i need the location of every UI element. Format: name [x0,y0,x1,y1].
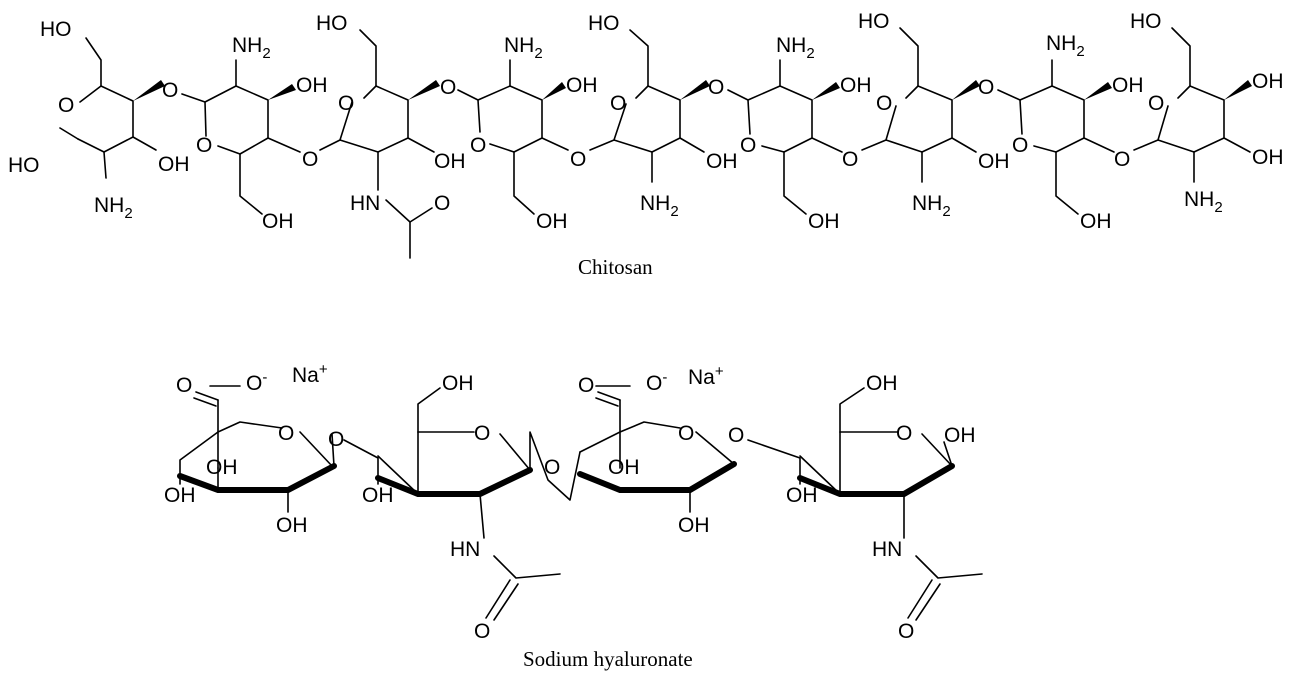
chitosan-r7-oh: OH [978,150,1010,173]
chitosan-r5-ho-top: HO [588,12,620,35]
hyaluronate-u3-oh-bottom: OH [678,514,710,537]
chitosan-r3-hn: HN [350,192,380,215]
hyaluronate-u4-carbonyl-o: O [898,620,914,643]
chitosan-r1-ho-left: HO [8,154,40,177]
chitosan-r3-carbonyl-o: O [434,192,450,215]
hyaluronate-u2-oh-ch2: OH [442,372,474,395]
chitosan-r9-oh-bottom: OH [1252,146,1284,169]
chitosan-structure: HO O HO OH NH2 O NH2 O OH OH O [8,10,1284,279]
chitosan-r1-ring-o: O [58,94,74,117]
chitosan-r6-oh: OH [840,74,872,97]
chitosan-link-o-2: O [302,148,318,171]
chitosan-link-o-6: O [842,148,858,171]
hyaluronate-link-o-2: O [544,456,560,479]
hyaluronate-u4-hn: HN [872,538,902,561]
chitosan-r3-ring-o: O [338,92,354,115]
chitosan-ring-5 [589,29,710,183]
chitosan-r7-ho-top: HO [858,10,890,33]
chitosan-r5-nh2: NH2 [640,192,679,220]
hyaluronate-u4-oh-anomeric: OH [944,424,976,447]
chitosan-r3-oh: OH [434,150,466,173]
chitosan-r1-oh: OH [158,153,190,176]
chitosan-ring-8 [997,59,1115,215]
chitosan-r5-ring-o: O [610,92,626,115]
chitosan-ring-9 [1133,27,1252,183]
hyaluronate-u3-oh-mid: OH [608,456,640,479]
hyaluronate-u3-counterion: Na+ [688,363,724,389]
chitosan-r9-ring-o: O [1148,92,1164,115]
chitosan-r2-oh-ch2: OH [262,210,294,233]
chitosan-r9-nh2: NH2 [1184,188,1223,216]
chitosan-r2-ring-o: O [196,134,212,157]
chitosan-link-o-7: O [978,76,994,99]
hyaluronate-structure: O O- Na+ O OH OH OH O OH O OH HN O O [164,361,983,671]
hyaluronate-u2-carbonyl-o: O [474,620,490,643]
chitosan-link-o-8: O [1114,148,1130,171]
chitosan-r3-ho-top: HO [316,12,348,35]
hyaluronate-u1-ring-o: O [278,422,294,445]
chitosan-r2-oh: OH [296,74,328,97]
hyaluronate-u4-oh: OH [786,484,818,507]
hyaluronate-glucuronate-2 [577,385,737,513]
chitosan-link-o-4: O [570,148,586,171]
chitosan-r4-oh-ch2: OH [536,210,568,233]
hyaluronate-u1-oh-left: OH [164,484,196,507]
chitosan-r8-oh-ch2: OH [1080,210,1112,233]
hyaluronate-u3-carbonyl-o: O [578,374,594,397]
chitosan-r4-oh: OH [566,74,598,97]
chitosan-r8-nh2: NH2 [1046,32,1085,60]
chitosan-r9-oh-top: OH [1252,70,1284,93]
chitosan-r4-nh2: NH2 [504,34,543,62]
chitosan-r4-ring-o: O [470,134,486,157]
chitosan-r6-nh2: NH2 [776,34,815,62]
hyaluronate-u1-oh-bottom: OH [276,514,308,537]
chitosan-r9-ho-top: HO [1130,10,1162,33]
chitosan-r6-oh-ch2: OH [808,210,840,233]
chitosan-r7-nh2: NH2 [912,192,951,220]
hyaluronate-u1-carbonyl-o: O [176,374,192,397]
chitosan-r8-oh: OH [1112,74,1144,97]
chitosan-link-o-5: O [708,76,724,99]
hyaluronate-u4-oh-ch2: OH [866,372,898,395]
chitosan-r5-oh: OH [706,150,738,173]
hyaluronate-glcnac-1 [343,387,581,621]
chitosan-r1-ho-top: HO [40,18,72,41]
chitosan-r1-nh2: NH2 [94,194,133,222]
hyaluronate-link-o-1: O [328,428,344,451]
hyaluronate-caption: Sodium hyaluronate [523,647,693,671]
chitosan-caption: Chitosan [578,255,653,279]
chitosan-r8-ring-o: O [1012,134,1028,157]
chitosan-r2-nh2: NH2 [232,34,271,62]
hyaluronate-u1-counterion: Na+ [292,361,328,387]
chitosan-ring-2 [181,59,301,215]
chitosan-ring-3 [319,29,440,259]
chitosan-r7-ring-o: O [876,92,892,115]
hyaluronate-u1-carboxylate: O- [246,369,267,395]
chitosan-link-o-1: O [162,79,178,102]
chitosan-ring-1 [59,37,165,179]
hyaluronate-link-o-3: O [728,424,744,447]
hyaluronate-u3-ring-o: O [678,422,694,445]
chitosan-r6-ring-o: O [740,134,756,157]
hyaluronate-glcnac-2 [747,387,983,621]
hyaluronate-u2-ring-o: O [474,422,490,445]
hyaluronate-u3-carboxylate: O- [646,369,667,395]
chitosan-link-o-3: O [440,76,456,99]
chitosan-ring-7 [861,27,980,183]
hyaluronate-u2-oh: OH [362,484,394,507]
hyaluronate-u1-oh-mid: OH [206,456,238,479]
chitosan-ring-6 [727,59,843,215]
chitosan-ring-4 [457,59,569,215]
hyaluronate-u2-hn: HN [450,538,480,561]
hyaluronate-u4-ring-o: O [896,422,912,445]
hyaluronate-glucuronate-1 [177,385,337,513]
